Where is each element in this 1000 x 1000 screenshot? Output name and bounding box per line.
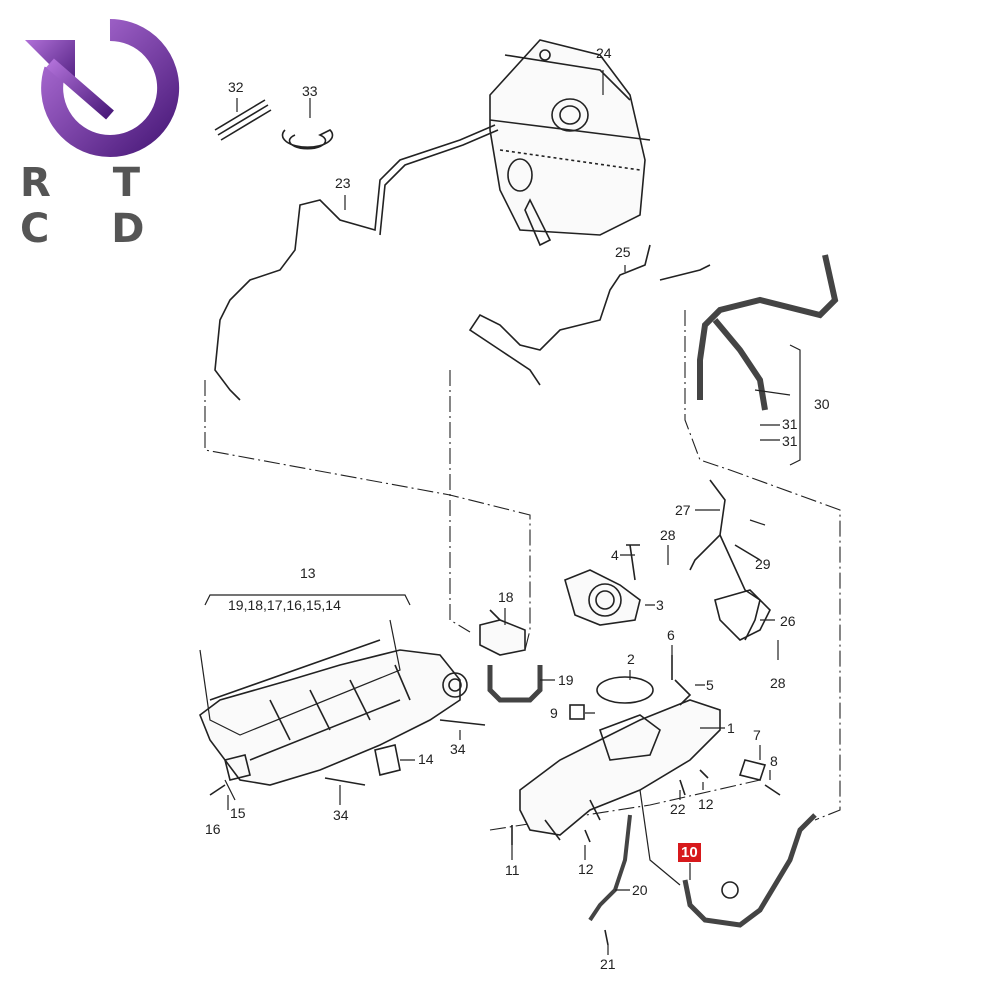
egr-pipe-fitting xyxy=(721,881,739,899)
callout-29[interactable]: 29 xyxy=(755,556,771,572)
bolt-22 xyxy=(679,779,686,796)
egr-pipe-10 xyxy=(682,813,817,928)
callout-16[interactable]: 16 xyxy=(205,821,221,837)
callout-31-upper[interactable]: 31 xyxy=(782,416,798,432)
callout-3[interactable]: 3 xyxy=(656,597,664,613)
bracket-13 xyxy=(204,594,411,606)
brand-text: R T C D xyxy=(20,160,169,252)
nut-12b xyxy=(584,829,591,843)
circular-arrow-logo-icon xyxy=(25,19,180,157)
bolt-8 xyxy=(764,784,781,796)
callout-5[interactable]: 5 xyxy=(706,677,714,693)
vacuum-line-long xyxy=(214,124,499,401)
stud-bolt-lower xyxy=(324,777,366,786)
callout-1[interactable]: 1 xyxy=(727,720,735,736)
hose-clamp xyxy=(281,129,334,150)
intake-manifold-main xyxy=(199,619,468,786)
bracket-5 xyxy=(674,679,692,706)
callout-34-lower[interactable]: 34 xyxy=(333,807,349,823)
throttle-body xyxy=(564,544,641,626)
callout-2[interactable]: 2 xyxy=(627,651,635,667)
callout-20[interactable]: 20 xyxy=(632,882,648,898)
callout-24[interactable]: 24 xyxy=(596,45,612,61)
callout-7[interactable]: 7 xyxy=(753,727,761,743)
mounting-bracket xyxy=(689,479,771,641)
solenoid-valve xyxy=(479,609,526,656)
stud-bolt-upper xyxy=(439,719,486,726)
callout-9[interactable]: 9 xyxy=(550,705,558,721)
callout-10-highlighted[interactable]: 10 xyxy=(678,843,701,862)
vent-hose-assembly xyxy=(697,254,839,411)
flange-sensor xyxy=(209,754,251,796)
callout-33[interactable]: 33 xyxy=(302,83,318,99)
sensor-25 xyxy=(659,264,711,281)
callout-28-lower[interactable]: 28 xyxy=(770,675,786,691)
callout-28-upper[interactable]: 28 xyxy=(660,527,676,543)
manifold-gasket xyxy=(374,744,401,776)
nut-12a xyxy=(699,769,709,779)
bolt-21 xyxy=(604,929,609,946)
callout-31-lower[interactable]: 31 xyxy=(782,433,798,449)
callout-21[interactable]: 21 xyxy=(600,956,616,972)
callout-14[interactable]: 14 xyxy=(418,751,434,767)
callout-13[interactable]: 13 xyxy=(300,565,316,581)
actuator-7 xyxy=(738,759,767,781)
clip-bundle xyxy=(214,99,272,141)
intake-manifold-flap xyxy=(519,699,721,841)
support-pipe xyxy=(588,814,632,922)
callout-19[interactable]: 19 xyxy=(558,672,574,688)
callout-13-subparts[interactable]: 19,18,17,16,15,14 xyxy=(228,597,341,613)
callout-18[interactable]: 18 xyxy=(498,589,514,605)
callout-11[interactable]: 11 xyxy=(505,862,520,878)
vacuum-hose-19 xyxy=(487,665,543,703)
bracket-30 xyxy=(789,344,801,466)
callout-12-upper[interactable]: 12 xyxy=(698,796,714,812)
vacuum-line-short xyxy=(468,244,651,386)
callout-6[interactable]: 6 xyxy=(667,627,675,643)
callout-30[interactable]: 30 xyxy=(814,396,830,412)
callout-8[interactable]: 8 xyxy=(770,753,778,769)
callout-4[interactable]: 4 xyxy=(611,547,619,563)
callout-27[interactable]: 27 xyxy=(675,502,691,518)
pressure-sensor xyxy=(569,704,585,720)
callout-22[interactable]: 22 xyxy=(670,801,686,817)
callout-12-lower[interactable]: 12 xyxy=(578,861,594,877)
callout-25[interactable]: 25 xyxy=(615,244,631,260)
callout-32[interactable]: 32 xyxy=(228,79,244,95)
callout-15[interactable]: 15 xyxy=(230,805,246,821)
air-filter-housing xyxy=(489,39,651,247)
callout-26[interactable]: 26 xyxy=(780,613,796,629)
callout-34-upper[interactable]: 34 xyxy=(450,741,466,757)
throttle-gasket xyxy=(596,676,654,704)
callout-23[interactable]: 23 xyxy=(335,175,351,191)
